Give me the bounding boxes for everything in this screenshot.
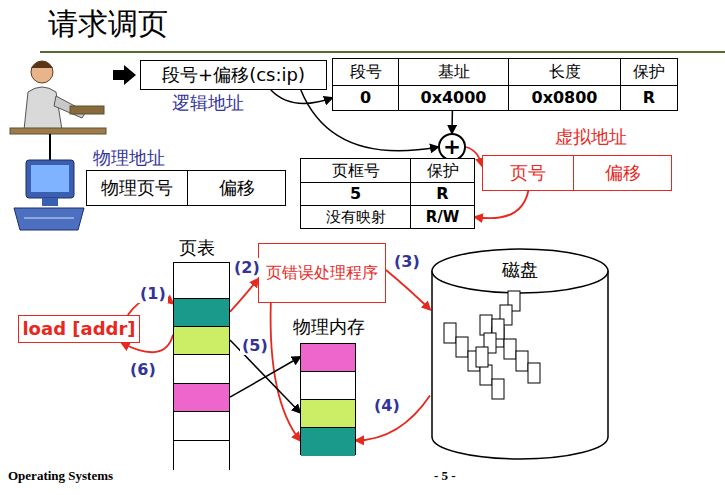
node-text: 0x0800 xyxy=(532,88,598,107)
node-text: 偏移 xyxy=(605,162,641,184)
connector xyxy=(386,270,430,310)
address-field: 偏移 xyxy=(574,156,671,190)
disk-block xyxy=(444,323,456,343)
virtual-address-box: 虚拟地址页号偏移 xyxy=(482,155,672,191)
node-text: 段号 xyxy=(350,62,382,81)
callout-number: (3) xyxy=(392,252,422,271)
table-entry xyxy=(174,263,229,299)
table-entry xyxy=(174,355,229,384)
node-text: 基址 xyxy=(438,62,470,81)
node-heading: 物理地址 xyxy=(93,147,165,169)
connector xyxy=(230,357,300,397)
address-caption: 逻辑地址 xyxy=(172,92,244,114)
node-text: 页框号 xyxy=(332,161,380,180)
disk-block xyxy=(492,379,504,399)
node-text: 保护 xyxy=(427,161,459,180)
table-entry xyxy=(301,428,355,456)
disk-block xyxy=(480,315,492,335)
disk-block xyxy=(516,351,528,371)
node-text: R xyxy=(436,184,448,203)
node-text: 段号+偏移(cs:ip) xyxy=(162,64,305,86)
node-text: 页错误处理程序 xyxy=(260,263,384,282)
table-entry xyxy=(301,400,355,428)
node-text: 偏移 xyxy=(219,177,255,199)
physical-address-box: 物理地址物理页号偏移 xyxy=(86,170,286,206)
table-entry xyxy=(301,344,355,372)
table-cell: R/W xyxy=(410,205,475,229)
table-cell: 段号 xyxy=(332,58,399,86)
table-cell: 保护 xyxy=(410,158,475,183)
disk-block xyxy=(504,339,516,359)
table-entry xyxy=(174,384,229,412)
table-cell: 页框号 xyxy=(300,158,411,183)
node-text: 长度 xyxy=(549,62,581,81)
address-field: 偏移 xyxy=(188,171,285,205)
node-heading: 页表 xyxy=(179,237,215,259)
connector xyxy=(230,279,258,312)
connector xyxy=(451,111,453,133)
callout-number: (4) xyxy=(372,396,402,415)
node-text: load [addr] xyxy=(22,318,135,340)
physical-memory: 物理内存 xyxy=(300,343,356,455)
table-cell: 长度 xyxy=(508,58,621,86)
node-text: 5 xyxy=(350,184,361,203)
table-cell: 0x4000 xyxy=(398,85,509,111)
node-heading: 物理内存 xyxy=(293,316,365,338)
table-cell: R xyxy=(410,182,475,206)
node-text: + xyxy=(443,134,461,160)
node-text: 0x4000 xyxy=(421,88,487,107)
node-heading: 磁盘 xyxy=(430,259,610,281)
computer-icon xyxy=(14,160,84,230)
address-field: 页号 xyxy=(483,156,574,190)
page-number: - 5 - xyxy=(434,468,456,484)
handler-box: 页错误处理程序 xyxy=(258,243,386,303)
adder-circle: + xyxy=(438,133,466,161)
title-rule xyxy=(40,51,725,53)
table-cell: R xyxy=(620,85,678,111)
node-text: 0 xyxy=(360,88,371,107)
table-entry xyxy=(174,299,229,327)
callout-number: (1) xyxy=(138,284,168,303)
callout-number: (2) xyxy=(232,258,262,277)
table-entry xyxy=(174,327,229,355)
table-entry xyxy=(174,441,229,471)
table-entry xyxy=(301,372,355,400)
address-box: 段号+偏移(cs:ip) xyxy=(140,60,327,90)
node-text: R xyxy=(643,88,655,107)
connector xyxy=(356,396,430,441)
disk-block xyxy=(476,347,488,367)
node-heading: 虚拟地址 xyxy=(555,126,627,148)
disk: 磁盘 xyxy=(430,245,610,460)
table-cell: 5 xyxy=(300,182,411,206)
table-cell: 0 xyxy=(332,85,399,111)
table-cell: 0x0800 xyxy=(508,85,621,111)
table-cell: 基址 xyxy=(398,58,509,86)
slide-title: 请求调页 xyxy=(48,6,168,42)
node-text: 物理页号 xyxy=(101,177,173,199)
node-text: 保护 xyxy=(633,62,665,81)
connector xyxy=(475,190,529,218)
instruction-box: load [addr] xyxy=(18,315,140,343)
table-cell: 没有映射 xyxy=(300,205,411,229)
footer-text: Operating Systems xyxy=(8,468,113,484)
input-arrow xyxy=(113,65,136,85)
node-text: R/W xyxy=(426,208,460,226)
table-entry xyxy=(174,412,229,441)
callout-number: (5) xyxy=(240,336,270,355)
node-text: 没有映射 xyxy=(326,208,386,226)
disk-block xyxy=(480,365,492,385)
table-cell: 保护 xyxy=(620,58,678,86)
callout-number: (6) xyxy=(128,360,158,379)
disk-block xyxy=(528,363,540,383)
disk-block xyxy=(456,337,468,357)
person-figure xyxy=(10,61,106,165)
node-text: 页号 xyxy=(510,162,546,184)
page-table: 页表 xyxy=(173,262,230,470)
cylinder-body xyxy=(432,271,608,459)
address-field: 物理页号 xyxy=(87,171,188,205)
